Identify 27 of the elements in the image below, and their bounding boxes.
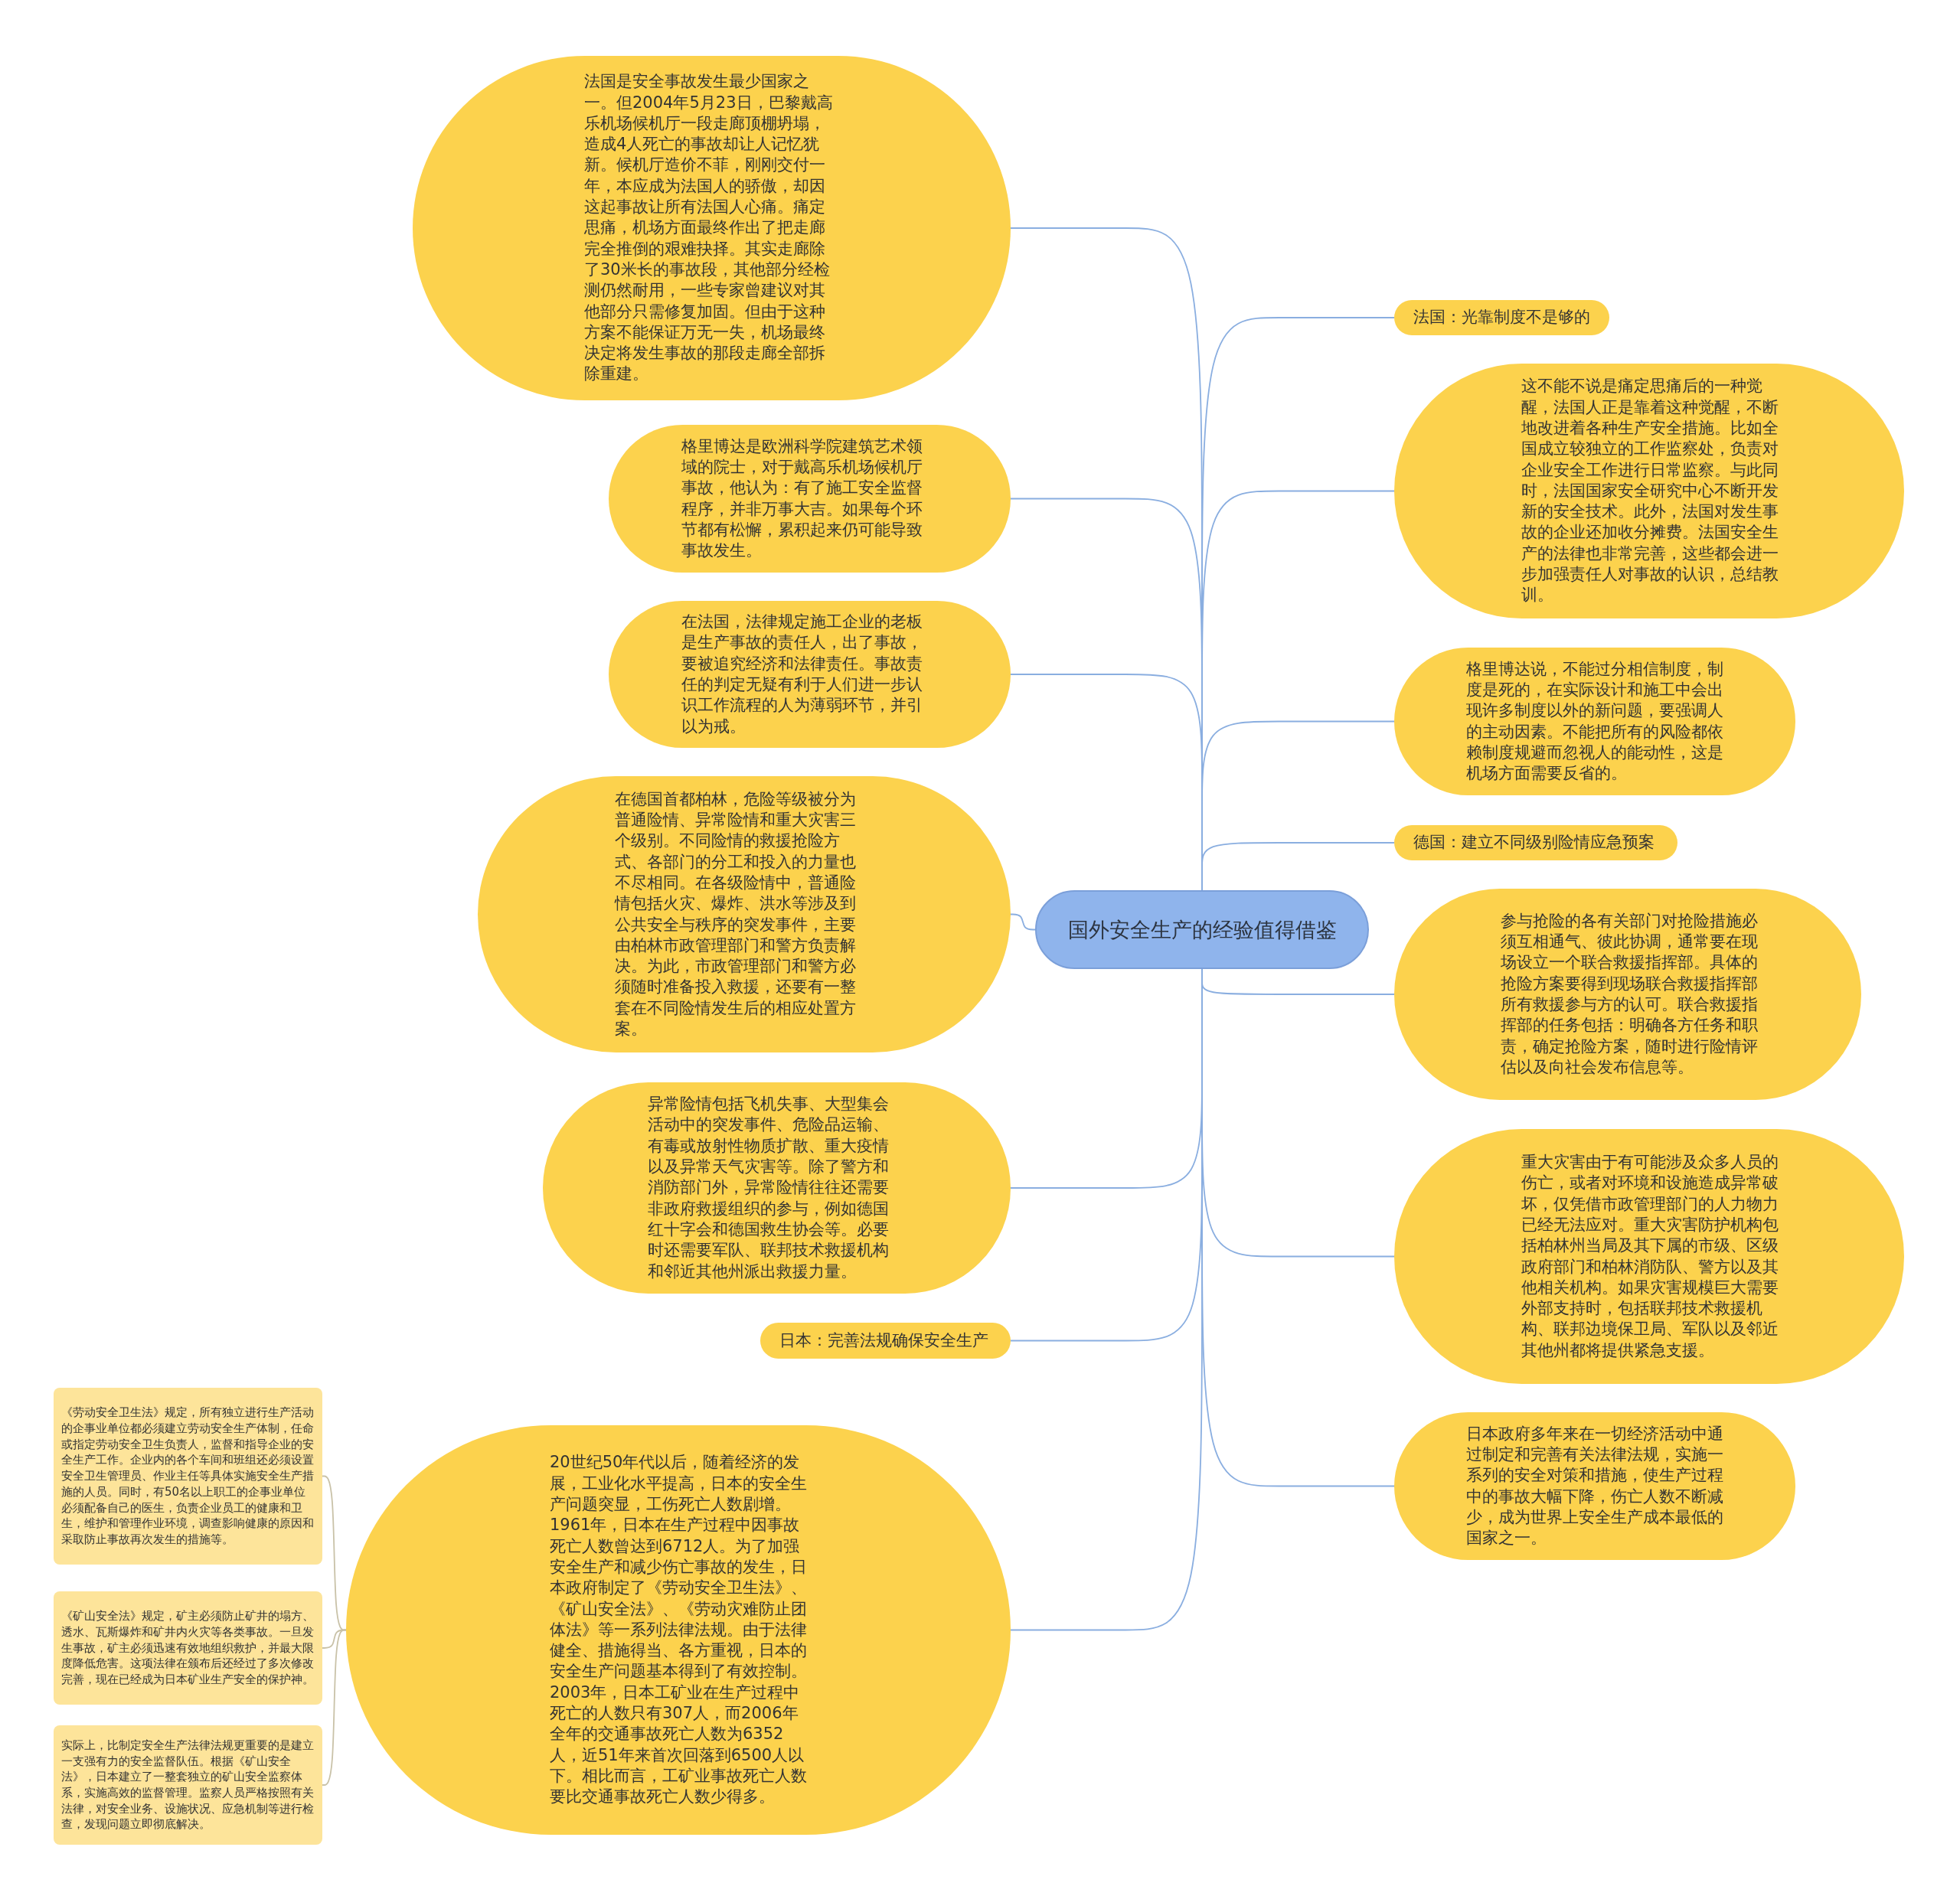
note-card (54, 1388, 322, 1565)
topic-bubble (1394, 825, 1677, 860)
node-text: 德国：建立不同级别险情应急预案 (1413, 832, 1655, 853)
node-text: 日本政府多年来在一切经济活动中通过制定和完善有关法律法规，实施一系列的安全对策和措施，使生产过程中的事故大幅下降，伤亡人数不断减少，成为世界上安全生产成本最低的国家之一。 (1466, 1423, 1724, 1549)
node-text: 参与抢险的各有关部门对抢险措施必须互相通气、彼此协调，通常要在现场设立一个联合救援指挥部。具体的抢险方案要得到现场联合救援指挥部所有救援参与方的认可。联合救援指挥部的任务包括：明确各方任务和职责，确定抢险方案，随时进行险情评估以及向社会发布信息等。 (1501, 910, 1759, 1078)
topic-title: 国外安全生产的经验值得借鉴 (1067, 916, 1338, 943)
node-text: 法国是安全事故发生最少国家之一。但2004年5月23日，巴黎戴高乐机场候机厅一段走廊顶棚坍塌，造成4人死亡的事故却让人记忆犹新。候机厅造价不菲，刚刚交付一年，本应成为法国人的骄傲，却因这起事故让所有法国人心痛。痛定思痛，机场方面最终作出了把走廊完全推倒的艰难抉择。其实走廊除了30米长的事故段，其他部分经检测仍然耐用，一些专家曾建议对其他部分只需修复加固。但由于这种方案不能保证万无一失，机场最终决定将发生事故的那段走廊全部拆除重建。 (584, 71, 834, 385)
connector-line (1201, 842, 1395, 891)
node-text: 格里博达说，不能过分相信制度，制度是死的，在实际设计和施工中会出现许多制度以外的新问题，要强调人的主动因素。不能把所有的风险都依赖制度规避而忽视人的能动性，这是机场方面需要反省的。 (1466, 658, 1724, 785)
node-text: 异常险情包括飞机失事、大型集会活动中的突发事件、危险品运输、有毒或放射性物质扩散、重大疫情以及异常天气灾害等。除了警方和消防部门外，异常险情往往还需要非政府救援组织的参与，例如德国红十字会和德国救生协会等。必要时还需要军队、联邦技术救援机构和邻近其他州派出救援力量。 (648, 1094, 890, 1282)
node-text: 这不能不说是痛定思痛后的一种觉醒，法国人正是靠着这种觉醒，不断地改进着各种生产安全措施。比如全国成立较独立的工作监察处，负责对企业安全工作进行日常监察。与此同时，法国国家安全研究中心不断开发新的安全技术。此外，法国对发生事故的企业还加收分摊费。法国安全生产的法律也非常完善，这些都会进一步加强责任人对事故的认识，总结教训。 (1521, 376, 1779, 606)
note-card (54, 1591, 322, 1705)
node-text: 实际上，比制定安全生产法律法规更重要的是建立一支强有力的安全监督队伍。根据《矿山安全法》，日本建立了一整套独立的矿山安全监察体系，实施高效的监督管理。监察人员严格按照有关法律，对安全业务、设施状况、应急机制等进行检查，发现问题立即彻底解决。 (61, 1737, 315, 1833)
topic-bubble (760, 1323, 1011, 1359)
connector-line (1010, 913, 1036, 931)
node-text: 《劳动安全卫生法》规定，所有独立进行生产活动的企事业单位都必须建立劳动安全生产体制，任命或指定劳动安全卫生负责人，监督和指导企业的安全生产工作。企业内的各个车间和班组还必须设置安全卫生管理员、作业主任等具体实施安全生产措施的人员。同时，有50名以上职工的企事业单位必须配备自己的医生，负责企业员工的健康和卫生，维护和管理作业环境，调查影响健康的原因和采取防止事故再次发生的措施等。 (61, 1405, 315, 1548)
node-text: 法国：光靠制度不是够的 (1413, 307, 1591, 328)
node-text: 20世纪50年代以后，随着经济的发展，工业化水平提高，日本的安全生产问题突显，工伤死亡人数剧增。1961年，日本在生产过程中因事故死亡人数曾达到6712人。为了加强安全生产和减少伤亡事故的发生，日本政府制定了《劳动安全卫生法》、《矿山安全法》、《劳动灾难防止团体法》等一系列法律法规。由于法律健全、措施得当、各方重视，日本的安全生产问题基本得到了有效控制。2003年，日本工矿业在生产过程中死亡的人数只有307人，而2006年全年的交通事故死亡人数为6352人，近51年来首次回落到6500人以下。相比而言，工矿业事故死亡人数要比交通事故死亡人数少得多。 (550, 1452, 808, 1808)
node-text: 在德国首都柏林，危险等级被分为普通险情、异常险情和重大灾害三个级别。不同险情的救援抢险方式、各部门的分工和投入的力量也不尽相同。在各级险情中，普通险情包括火灾、爆炸、洪水等涉及到公共安全与秩序的突发事件，主要由柏林市政管理部门和警方负责解决。为此，市政管理部门和警方必须随时准备投入救援，还要有一整套在不同险情发生后的相应处置方案。 (615, 788, 857, 1039)
node-text: 日本：完善法规确保安全生产 (779, 1330, 989, 1351)
node-text: 《矿山安全法》规定，矿主必须防止矿井的塌方、透水、瓦斯爆炸和矿井内火灾等各类事故。一旦发生事故，矿主必须迅速有效地组织救护，并最大限度降低危害。这项法律在颁布后还经过了多次修改完善，现在已经成为日本矿业生产安全的保护神。 (61, 1608, 315, 1688)
topic-bubble (1394, 300, 1609, 335)
node-text: 重大灾害由于有可能涉及众多人员的伤亡，或者对环境和设施造成异常破坏，仅凭借市政管理部门的人力物力已经无法应对。重大灾害防护机构包括柏林州当局及其下属的市级、区级政府部门和柏林消防队、警方以及其他相关机构。如果灾害规模巨大需要外部支持时，包括联邦技术救援机构、联邦边境保卫局、军队以及邻近其他州都将提供紧急支援。 (1521, 1152, 1779, 1361)
node-text: 格里博达是欧洲科学院建筑艺术领域的院士，对于戴高乐机场候机厅事故，他认为：有了施工安全监督程序，并非万事大吉。如果每个环节都有松懈，累积起来仍可能导致事故发生。 (681, 436, 923, 562)
note-card (54, 1725, 322, 1845)
node-text: 在法国，法律规定施工企业的老板是生产事故的责任人，出了事故，要被追究经济和法律责任。事故责任的判定无疑有利于人们进一步认识工作流程的人为薄弱环节，并引以为戒。 (681, 612, 923, 737)
connector-line (322, 1629, 347, 1786)
